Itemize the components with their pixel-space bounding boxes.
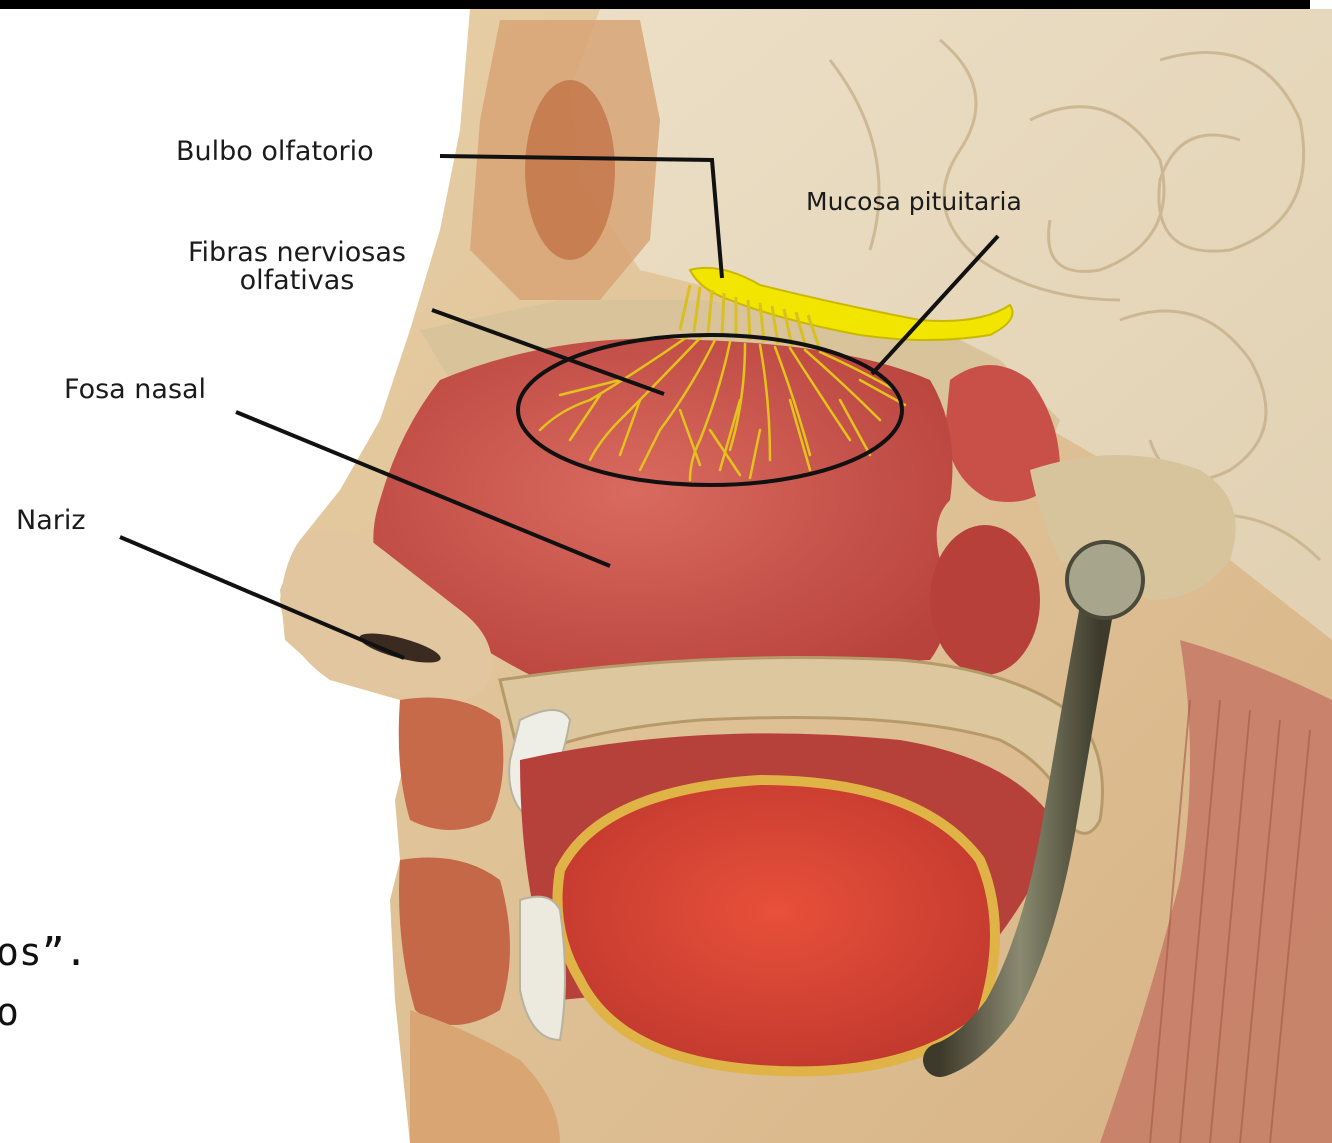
label-fibras-line1: Fibras nerviosas (172, 239, 422, 267)
label-bulbo-olfatorio: Bulbo olfatorio (176, 138, 374, 166)
label-mucosa-pituitaria: Mucosa pituitaria (806, 189, 1022, 215)
tongue (558, 780, 996, 1071)
label-fibras-nerviosas: Fibras nerviosas olfativas (172, 239, 422, 296)
lower-lip (399, 858, 510, 1026)
frontal-sinus (525, 80, 615, 260)
nasopharynx (930, 525, 1040, 675)
tube-opening (1067, 542, 1143, 618)
top-frame-bar (0, 0, 1310, 9)
label-fosa-nasal: Fosa nasal (64, 376, 206, 404)
cut-off-text-line1: os”. (0, 930, 88, 974)
label-fibras-line2: olfativas (172, 267, 422, 295)
label-nariz: Nariz (16, 507, 86, 535)
upper-lip (399, 698, 504, 831)
cut-off-text-line2: o (0, 990, 19, 1034)
